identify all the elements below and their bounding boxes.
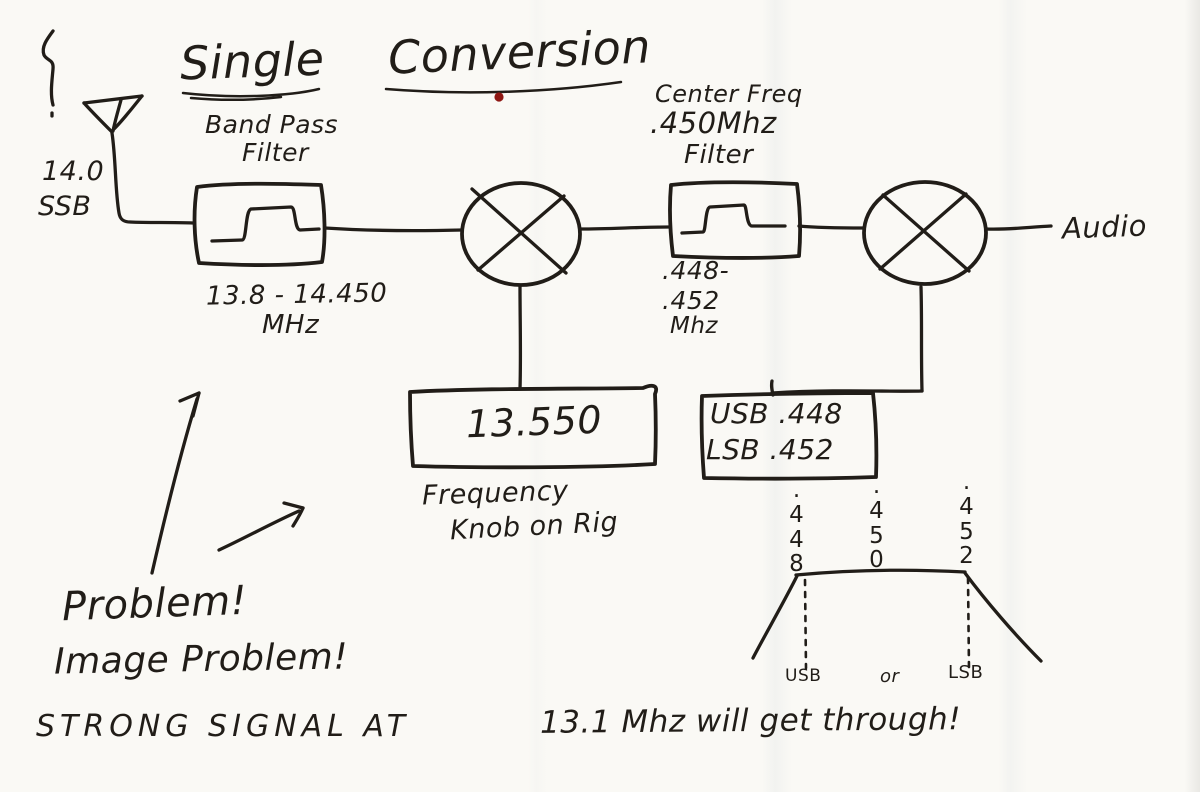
- spectrum-shape: [751, 568, 1043, 672]
- note-strong-signal-part2: 13.1 Mhz will get through!: [539, 701, 962, 741]
- arrow-up-icon: [150, 391, 201, 575]
- lo-frequency-value: 13.550: [465, 397, 603, 447]
- antenna-icon: [82, 94, 195, 225]
- mixer-1-icon: [460, 181, 582, 391]
- pen-squiggle-mark: [41, 29, 55, 118]
- sideband-result-box: [699, 391, 879, 481]
- signal-wires: [323, 224, 1053, 233]
- center-filter-passband-line3: Mhz: [670, 313, 718, 339]
- bandpass-response-icon: [210, 205, 321, 243]
- center-filter-box: [668, 180, 802, 260]
- center-filter-passband-line2: .452: [662, 286, 720, 315]
- spectrum-lsb-label: LSB: [948, 662, 984, 683]
- bandpass-filter-box: [192, 181, 327, 268]
- spectrum-usb-label: USB: [785, 666, 822, 686]
- note-problem: Problem!: [61, 577, 248, 631]
- mixer-2-icon: [769, 180, 988, 397]
- page-title-word-2: Conversion: [387, 19, 652, 84]
- spectrum-left-frequency: .448: [789, 477, 804, 578]
- arrow-right-icon: [217, 501, 305, 552]
- sideband-lsb-value: LSB .452: [706, 433, 834, 466]
- sideband-usb-value: USB .448: [710, 397, 843, 430]
- page-title: Single: [179, 31, 325, 90]
- audio-output-label: Audio: [1061, 208, 1148, 246]
- bandpass-range-label: 13.8 - 14.450: [205, 278, 388, 312]
- note-image-problem: Image Problem!: [53, 636, 349, 683]
- input-mode-label: SSB: [38, 191, 92, 222]
- title-word-conversion: Conversion: [386, 19, 652, 85]
- center-filter-label-line2: .450Mhz: [650, 106, 777, 140]
- note-strong-signal-part1: STRONG SIGNAL AT: [36, 709, 411, 744]
- lo-frequency-box: [408, 383, 658, 470]
- title-underline: [181, 80, 623, 102]
- center-filter-passband-line1: .448-: [662, 256, 730, 285]
- spectrum-right-frequency: .452: [959, 469, 974, 570]
- center-filter-label-line3: Filter: [684, 140, 754, 170]
- center-filter-response-icon: [680, 203, 787, 235]
- center-filter-label-line1: Center Freq: [655, 80, 803, 108]
- spectrum-center-frequency: .450: [869, 473, 884, 574]
- bandpass-label-line2: Filter: [242, 138, 309, 167]
- bandpass-label-line1: Band Pass: [205, 110, 339, 139]
- red-ink-dot: [494, 92, 504, 102]
- title-word-single: Single: [179, 31, 326, 91]
- input-frequency-label: 14.0: [42, 156, 105, 187]
- lo-caption-line1: Frequency: [421, 475, 570, 512]
- spectrum-or-label: or: [880, 666, 900, 687]
- bandpass-range-unit: MHz: [262, 310, 320, 340]
